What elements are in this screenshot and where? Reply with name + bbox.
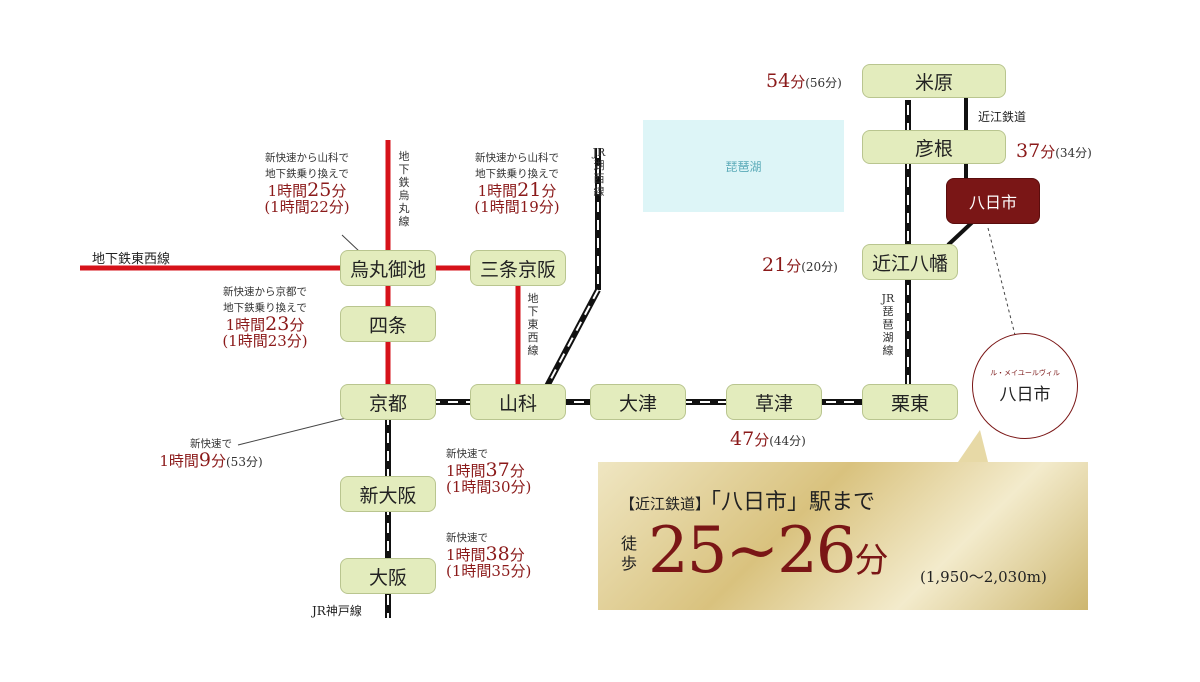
line-label-ohmi: 近江鉄道 [978,110,1027,124]
time-omihachiman: 21分(20分) [762,254,838,276]
station-osaka[interactable]: 大阪 [340,558,436,594]
station-ritto[interactable]: 栗東 [862,384,958,420]
time-shijo: 新快速から京都で 地下鉄乗り換えで 1時間23分 (1時間23分) [222,286,308,350]
line-label-tozai: 地下鉄東西線 [92,252,171,267]
station-yokaichi[interactable]: 八日市 [946,178,1040,224]
station-label: 新大阪 [359,484,417,507]
time-karasuma-oike: 新快速から山科で 地下鉄乗り換えで 1時間25分 (1時間22分) [264,152,350,216]
panel-minutes: 25~26分 [648,514,889,588]
station-label: 米原 [914,71,953,94]
station-omihachiman[interactable]: 近江八幡 [862,244,958,280]
panel-walk-label: 徒歩 [620,534,637,573]
station-label: 近江八幡 [871,252,948,275]
lake-biwa: 琵琶湖 [643,120,844,212]
station-label: 大津 [618,392,657,415]
station-label: 大阪 [368,566,407,589]
station-label: 山科 [498,392,537,415]
subway-tozai-line [80,265,521,385]
line-label-kosei: JR湖西線 [592,146,606,198]
station-yamashina[interactable]: 山科 [470,384,566,420]
line-label-biwako: JR琵琶湖線 [881,292,895,357]
station-label: 三条京阪 [479,258,556,281]
time-kyoto: 新快速で 1時間9分(53分) [159,438,263,471]
station-karasuma-oike[interactable]: 烏丸御池 [340,250,436,286]
station-label: 八日市 [968,193,1017,212]
station-shinosaka[interactable]: 新大阪 [340,476,436,512]
station-label: 草津 [754,392,793,415]
station-kyoto[interactable]: 京都 [340,384,436,420]
time-kusatsu: 47分(44分) [730,428,806,450]
lake-label: 琵琶湖 [725,159,762,174]
station-label: 栗東 [890,392,929,415]
station-shijo[interactable]: 四条 [340,306,436,342]
panel-headline: 【近江鉄道】「八日市」駅まで [620,490,876,515]
station-label: 京都 [368,392,407,415]
station-kusatsu[interactable]: 草津 [726,384,822,420]
property-brand: ル・メイユールヴィル [990,368,1060,377]
property-marker[interactable]: ル・メイユールヴィル 八日市 [972,333,1078,439]
time-osaka: 新快速で 1時間38分 (1時間35分) [446,532,532,580]
time-hikone: 37分(34分) [1016,140,1092,162]
line-label-tozai-vertical: 地下東西線 [527,292,539,357]
time-sanjo-keihan: 新快速から山科で 地下鉄乗り換えで 1時間21分 (1時間19分) [474,152,560,216]
line-label-kobe: JR神戸線 [312,604,362,618]
callout-pointer [958,430,988,462]
property-name: 八日市 [999,384,1051,405]
station-label: 彦根 [914,137,953,160]
time-maibara: 54分(56分) [766,70,842,92]
access-panel: 【近江鉄道】「八日市」駅まで 徒歩 25~26分 (1,950〜2,030m) [598,462,1088,610]
station-label: 四条 [368,314,407,337]
station-maibara[interactable]: 米原 [862,64,1006,98]
time-shinosaka: 新快速で 1時間37分 (1時間30分) [446,448,532,496]
station-label: 烏丸御池 [349,258,426,281]
line-label-karasuma: 地下鉄烏丸線 [398,150,410,228]
station-hikone[interactable]: 彦根 [862,130,1006,164]
station-otsu[interactable]: 大津 [590,384,686,420]
station-sanjo-keihan[interactable]: 三条京阪 [470,250,566,286]
panel-distance: (1,950〜2,030m) [920,568,1047,586]
